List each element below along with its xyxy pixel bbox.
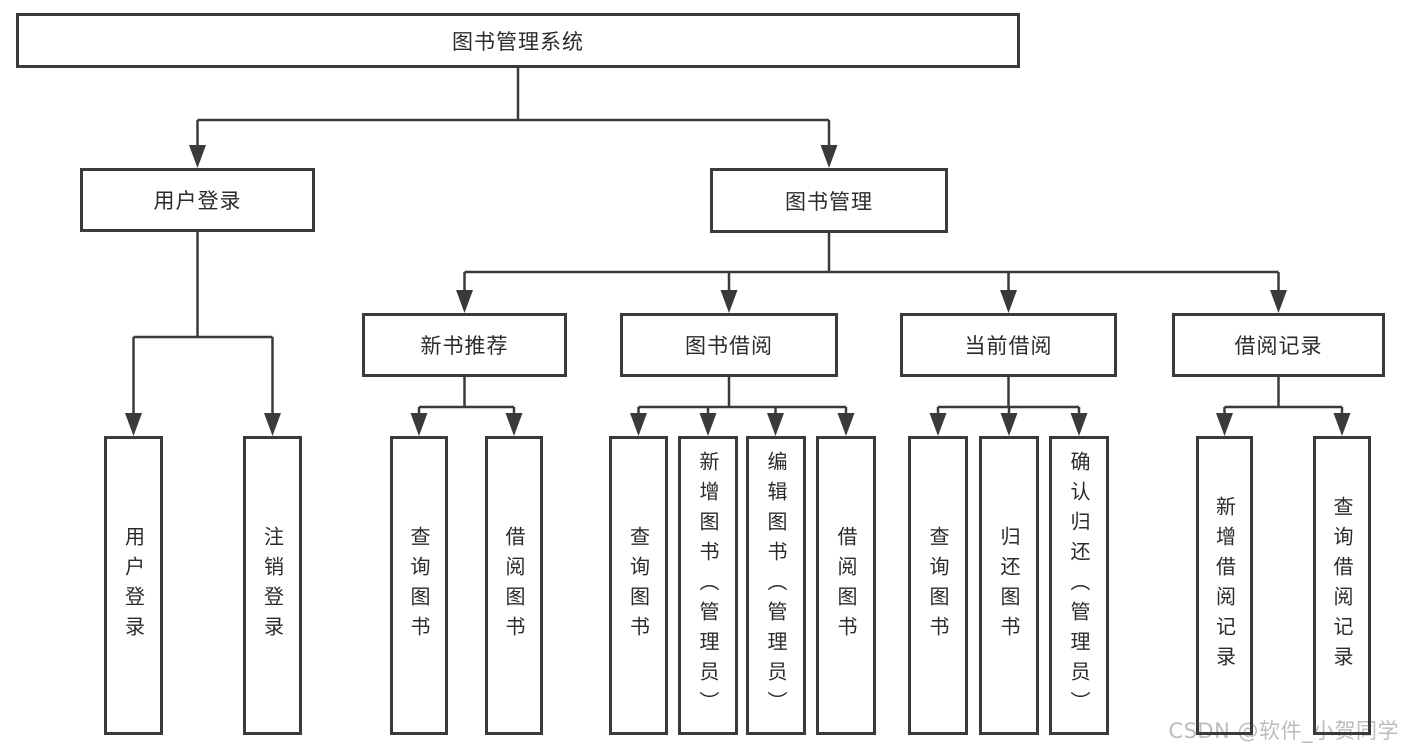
node-label: 借阅图书 bbox=[834, 525, 858, 646]
node-user-login: 用户登录 bbox=[80, 168, 315, 232]
leaf-nbr-borrow-books: 借阅图书 bbox=[485, 436, 543, 735]
node-label: 当前借阅 bbox=[964, 334, 1053, 358]
leaf-br-query-record: 查询借阅记录 bbox=[1313, 436, 1371, 735]
node-borrow-records: 借阅记录 bbox=[1172, 313, 1385, 377]
leaf-user-login: 用户登录 bbox=[104, 436, 163, 735]
leaf-logout: 注销登录 bbox=[243, 436, 302, 735]
node-label: 注销登录 bbox=[260, 525, 285, 646]
node-label: 图书借阅 bbox=[685, 334, 773, 358]
watermark-csdn: CSDN @软件_小贺同学 bbox=[1168, 719, 1399, 743]
node-label: 借阅记录 bbox=[1234, 334, 1323, 358]
leaf-br-add-record: 新增借阅记录 bbox=[1196, 436, 1253, 735]
node-label: 用户登录 bbox=[153, 189, 242, 213]
leaf-bb-borrow-books: 借阅图书 bbox=[816, 436, 876, 735]
node-library-system: 图书管理系统 bbox=[16, 13, 1020, 68]
node-label: 图书管理 bbox=[785, 189, 873, 214]
node-label: 查询图书 bbox=[407, 525, 431, 646]
node-book-borrow: 图书借阅 bbox=[620, 313, 838, 377]
node-book-management: 图书管理 bbox=[710, 168, 948, 233]
leaf-cb-confirm-return-admin: 确认归还（管理员） bbox=[1049, 436, 1109, 735]
node-label: 归还图书 bbox=[997, 525, 1021, 646]
leaf-nbr-query-books: 查询图书 bbox=[390, 436, 448, 735]
node-current-borrow: 当前借阅 bbox=[900, 313, 1117, 377]
leaf-bb-add-books-admin: 新增图书（管理员） bbox=[678, 436, 738, 735]
node-label: 查询借阅记录 bbox=[1330, 495, 1354, 676]
node-label: 查询图书 bbox=[926, 525, 950, 646]
leaf-cb-return-books: 归还图书 bbox=[979, 436, 1039, 735]
leaf-cb-query-books: 查询图书 bbox=[908, 436, 968, 735]
node-label: 用户登录 bbox=[121, 525, 146, 646]
leaf-bb-query-books: 查询图书 bbox=[609, 436, 668, 735]
node-label: 确认归还（管理员） bbox=[1067, 450, 1091, 721]
node-label: 新增借阅记录 bbox=[1212, 495, 1237, 676]
node-label: 图书管理系统 bbox=[452, 29, 584, 54]
node-label: 新书推荐 bbox=[420, 334, 509, 358]
node-label: 查询图书 bbox=[626, 525, 651, 646]
node-label: 新增图书（管理员） bbox=[696, 450, 720, 721]
node-label: 编辑图书（管理员） bbox=[764, 450, 788, 721]
node-label: 借阅图书 bbox=[502, 525, 526, 646]
node-new-book-recommend: 新书推荐 bbox=[362, 313, 567, 377]
leaf-bb-edit-books-admin: 编辑图书（管理员） bbox=[746, 436, 806, 735]
